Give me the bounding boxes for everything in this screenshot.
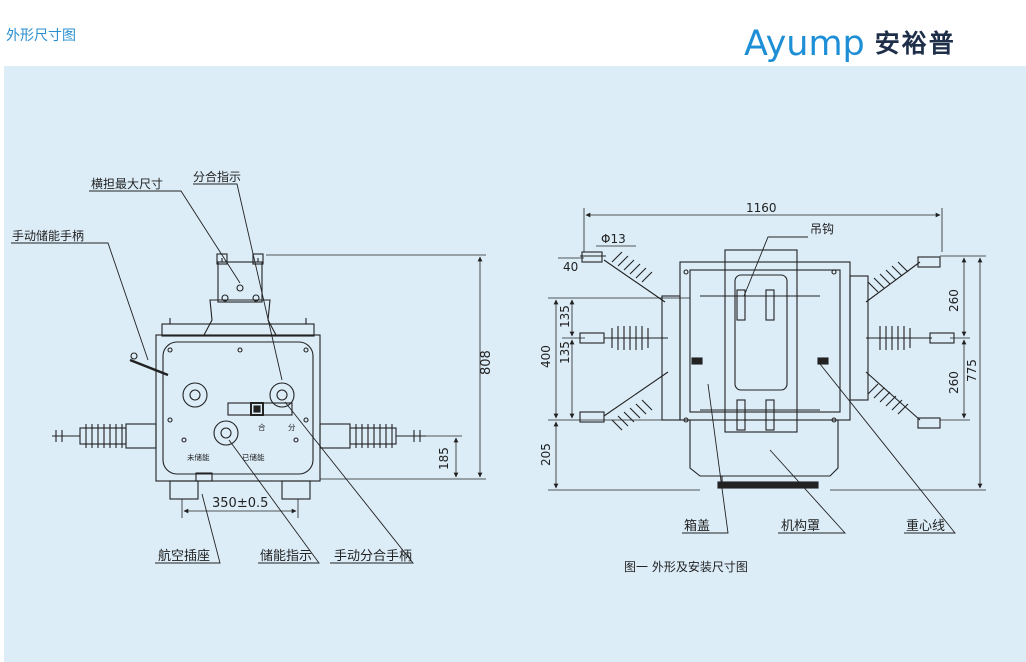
dim-185: 185 (437, 447, 451, 470)
dim-135-bottom: 135 (558, 341, 572, 364)
label-crossarm: 横担最大尺寸 (91, 177, 163, 191)
label-not-stored: 未储能 (187, 452, 210, 462)
label-manual-switch-handle: 手动分合手柄 (334, 549, 412, 564)
label-center-line: 重心线 (906, 518, 945, 534)
right-main-box (679, 261, 851, 421)
left-inner-panel (162, 341, 314, 475)
dim-775: 775 (965, 359, 979, 382)
right-side-view (548, 208, 986, 534)
dim-260-top: 260 (947, 289, 961, 312)
right-view-right-insulators (849, 256, 955, 429)
label-stored: 已储能 (242, 452, 265, 462)
dim-phi13: Φ13 (601, 232, 626, 246)
label-open: 分 (288, 423, 296, 432)
dim-400: 400 (539, 345, 553, 368)
right-insulator-fins (355, 424, 393, 448)
dim-1160: 1160 (746, 201, 777, 215)
section-title: 外形尺寸图 (6, 28, 76, 44)
left-front-view (11, 183, 486, 564)
figure-caption: 图一 外形及安装尺寸图 (624, 559, 748, 574)
label-manual-handle: 手动储能手柄 (12, 228, 84, 243)
dim-135-top: 135 (558, 305, 572, 328)
logo-text: Ayump (744, 24, 865, 64)
logo-cn-text: 安裕普 (874, 29, 956, 58)
dim-260-bottom: 260 (947, 371, 961, 394)
dim-808: 808 (479, 350, 494, 375)
right-view-left-insulators (579, 251, 681, 431)
label-close: 合 (258, 422, 266, 432)
left-main-box (155, 334, 321, 482)
label-hook: 吊钩 (810, 222, 834, 236)
label-aviation-socket: 航空插座 (158, 548, 210, 564)
brand-logo: Ayump 安裕普 (744, 24, 956, 64)
label-indicator: 分合指示 (193, 169, 241, 184)
label-cover: 箱盖 (684, 518, 710, 534)
dim-350: 350±0.5 (212, 496, 268, 511)
dim-205: 205 (539, 443, 553, 466)
center-cover (724, 249, 798, 433)
left-insulator-fins (85, 424, 123, 448)
label-storage-indicator: 储能指示 (260, 549, 312, 564)
dim-40: 40 (563, 260, 578, 274)
label-mechanism-cover: 机构罩 (781, 519, 820, 534)
